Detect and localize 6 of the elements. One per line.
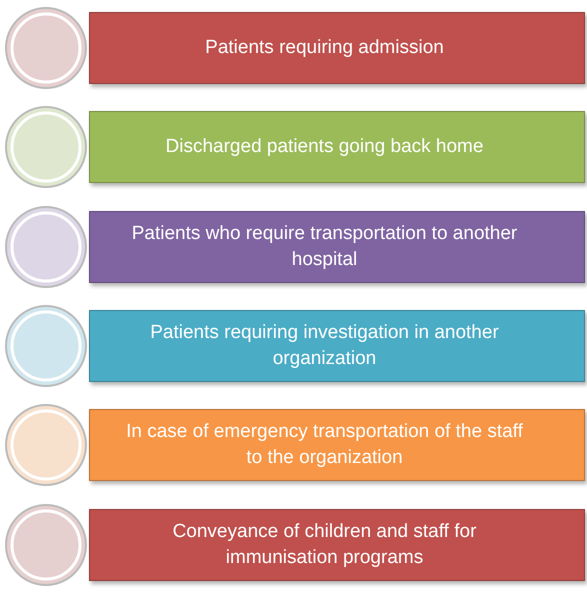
list-banner: Patients requiring investigation in another organization — [89, 310, 585, 382]
list-banner: Patients requiring admission — [89, 12, 585, 84]
list-banner: Conveyance of children and staff for immunisation programs — [89, 508, 585, 581]
list-banner: In case of emergency transportation of the staff to the organization — [89, 409, 585, 482]
list-banner: Patients who require transportation to another hospital — [89, 210, 585, 283]
list-banner: Discharged patients going back home — [89, 111, 585, 184]
